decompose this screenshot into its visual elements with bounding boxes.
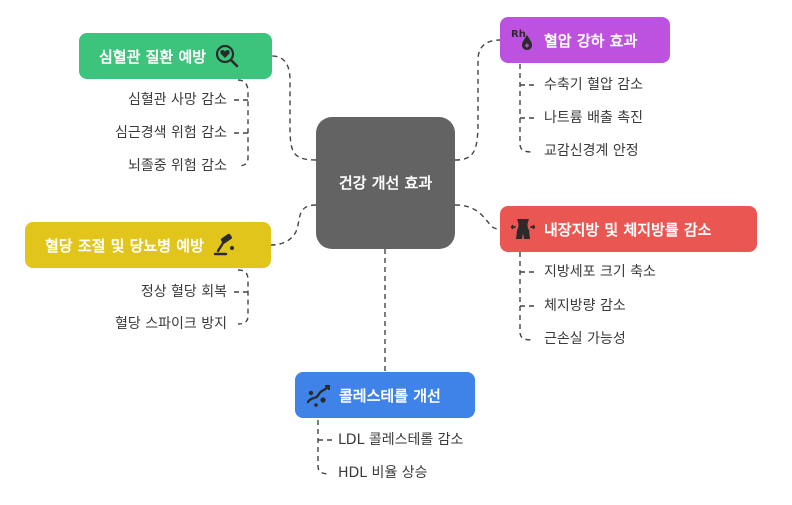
fat-item-1: 지방세포 크기 축소 (544, 264, 656, 280)
bp-item-2: 나트륨 배출 촉진 (544, 110, 644, 126)
rh-blood-drop-icon: Rh (510, 27, 536, 53)
link-center-fat (454, 204, 501, 230)
glucose-meter-icon (212, 232, 238, 258)
cardio-item-3: 뇌졸중 위험 감소 (127, 158, 227, 174)
branch-cardio: 심혈관 질환 예방 (79, 33, 272, 79)
link-bp-leaves (519, 64, 533, 153)
fat-item-3: 근손실 가능성 (544, 331, 626, 347)
fat-item-2: 체지방량 감소 (544, 298, 626, 314)
link-center-sugar (270, 204, 317, 246)
link-sugar-leaves (237, 269, 249, 325)
waist-body-icon (510, 216, 536, 242)
sugar-item-1: 정상 혈당 회복 (140, 284, 227, 300)
branch-fat: 내장지방 및 체지방률 감소 (500, 206, 757, 252)
chol-item-2: HDL 비율 상승 (338, 465, 428, 481)
branch-cardio-label: 심혈관 질환 예방 (99, 47, 207, 66)
link-cardio-leaves (237, 79, 249, 167)
branch-bp: Rh 혈압 강하 효과 (500, 17, 670, 63)
sugar-item-2: 혈당 스파이크 방지 (115, 316, 227, 332)
branch-bp-label: 혈압 강하 효과 (544, 31, 638, 50)
branch-sugar-label: 혈당 조절 및 당뇨병 예방 (45, 236, 204, 255)
chol-item-1: LDL 콜레스테롤 감소 (338, 432, 464, 448)
branch-chol-label: 콜레스테롤 개선 (339, 386, 441, 405)
center-node: 건강 개선 효과 (316, 117, 455, 249)
bp-item-1: 수축기 혈압 감소 (544, 77, 644, 93)
link-center-bp (454, 39, 501, 161)
bp-item-3: 교감신경계 안정 (544, 143, 639, 159)
cardio-item-1: 심혈관 사망 감소 (127, 92, 227, 108)
cardio-item-2: 심근경색 위험 감소 (115, 125, 227, 141)
branch-sugar: 혈당 조절 및 당뇨병 예방 (25, 222, 271, 268)
link-chol-leaves (317, 420, 331, 475)
svg-text:Rh: Rh (511, 29, 526, 40)
branch-chol: 콜레스테롤 개선 (295, 372, 475, 418)
artery-plaque-icon (305, 382, 331, 408)
link-center-cardio (271, 55, 317, 161)
heart-magnifier-icon (214, 43, 240, 69)
branch-fat-label: 내장지방 및 체지방률 감소 (544, 220, 712, 239)
link-fat-leaves (519, 252, 533, 341)
center-title: 건강 개선 효과 (338, 174, 433, 192)
